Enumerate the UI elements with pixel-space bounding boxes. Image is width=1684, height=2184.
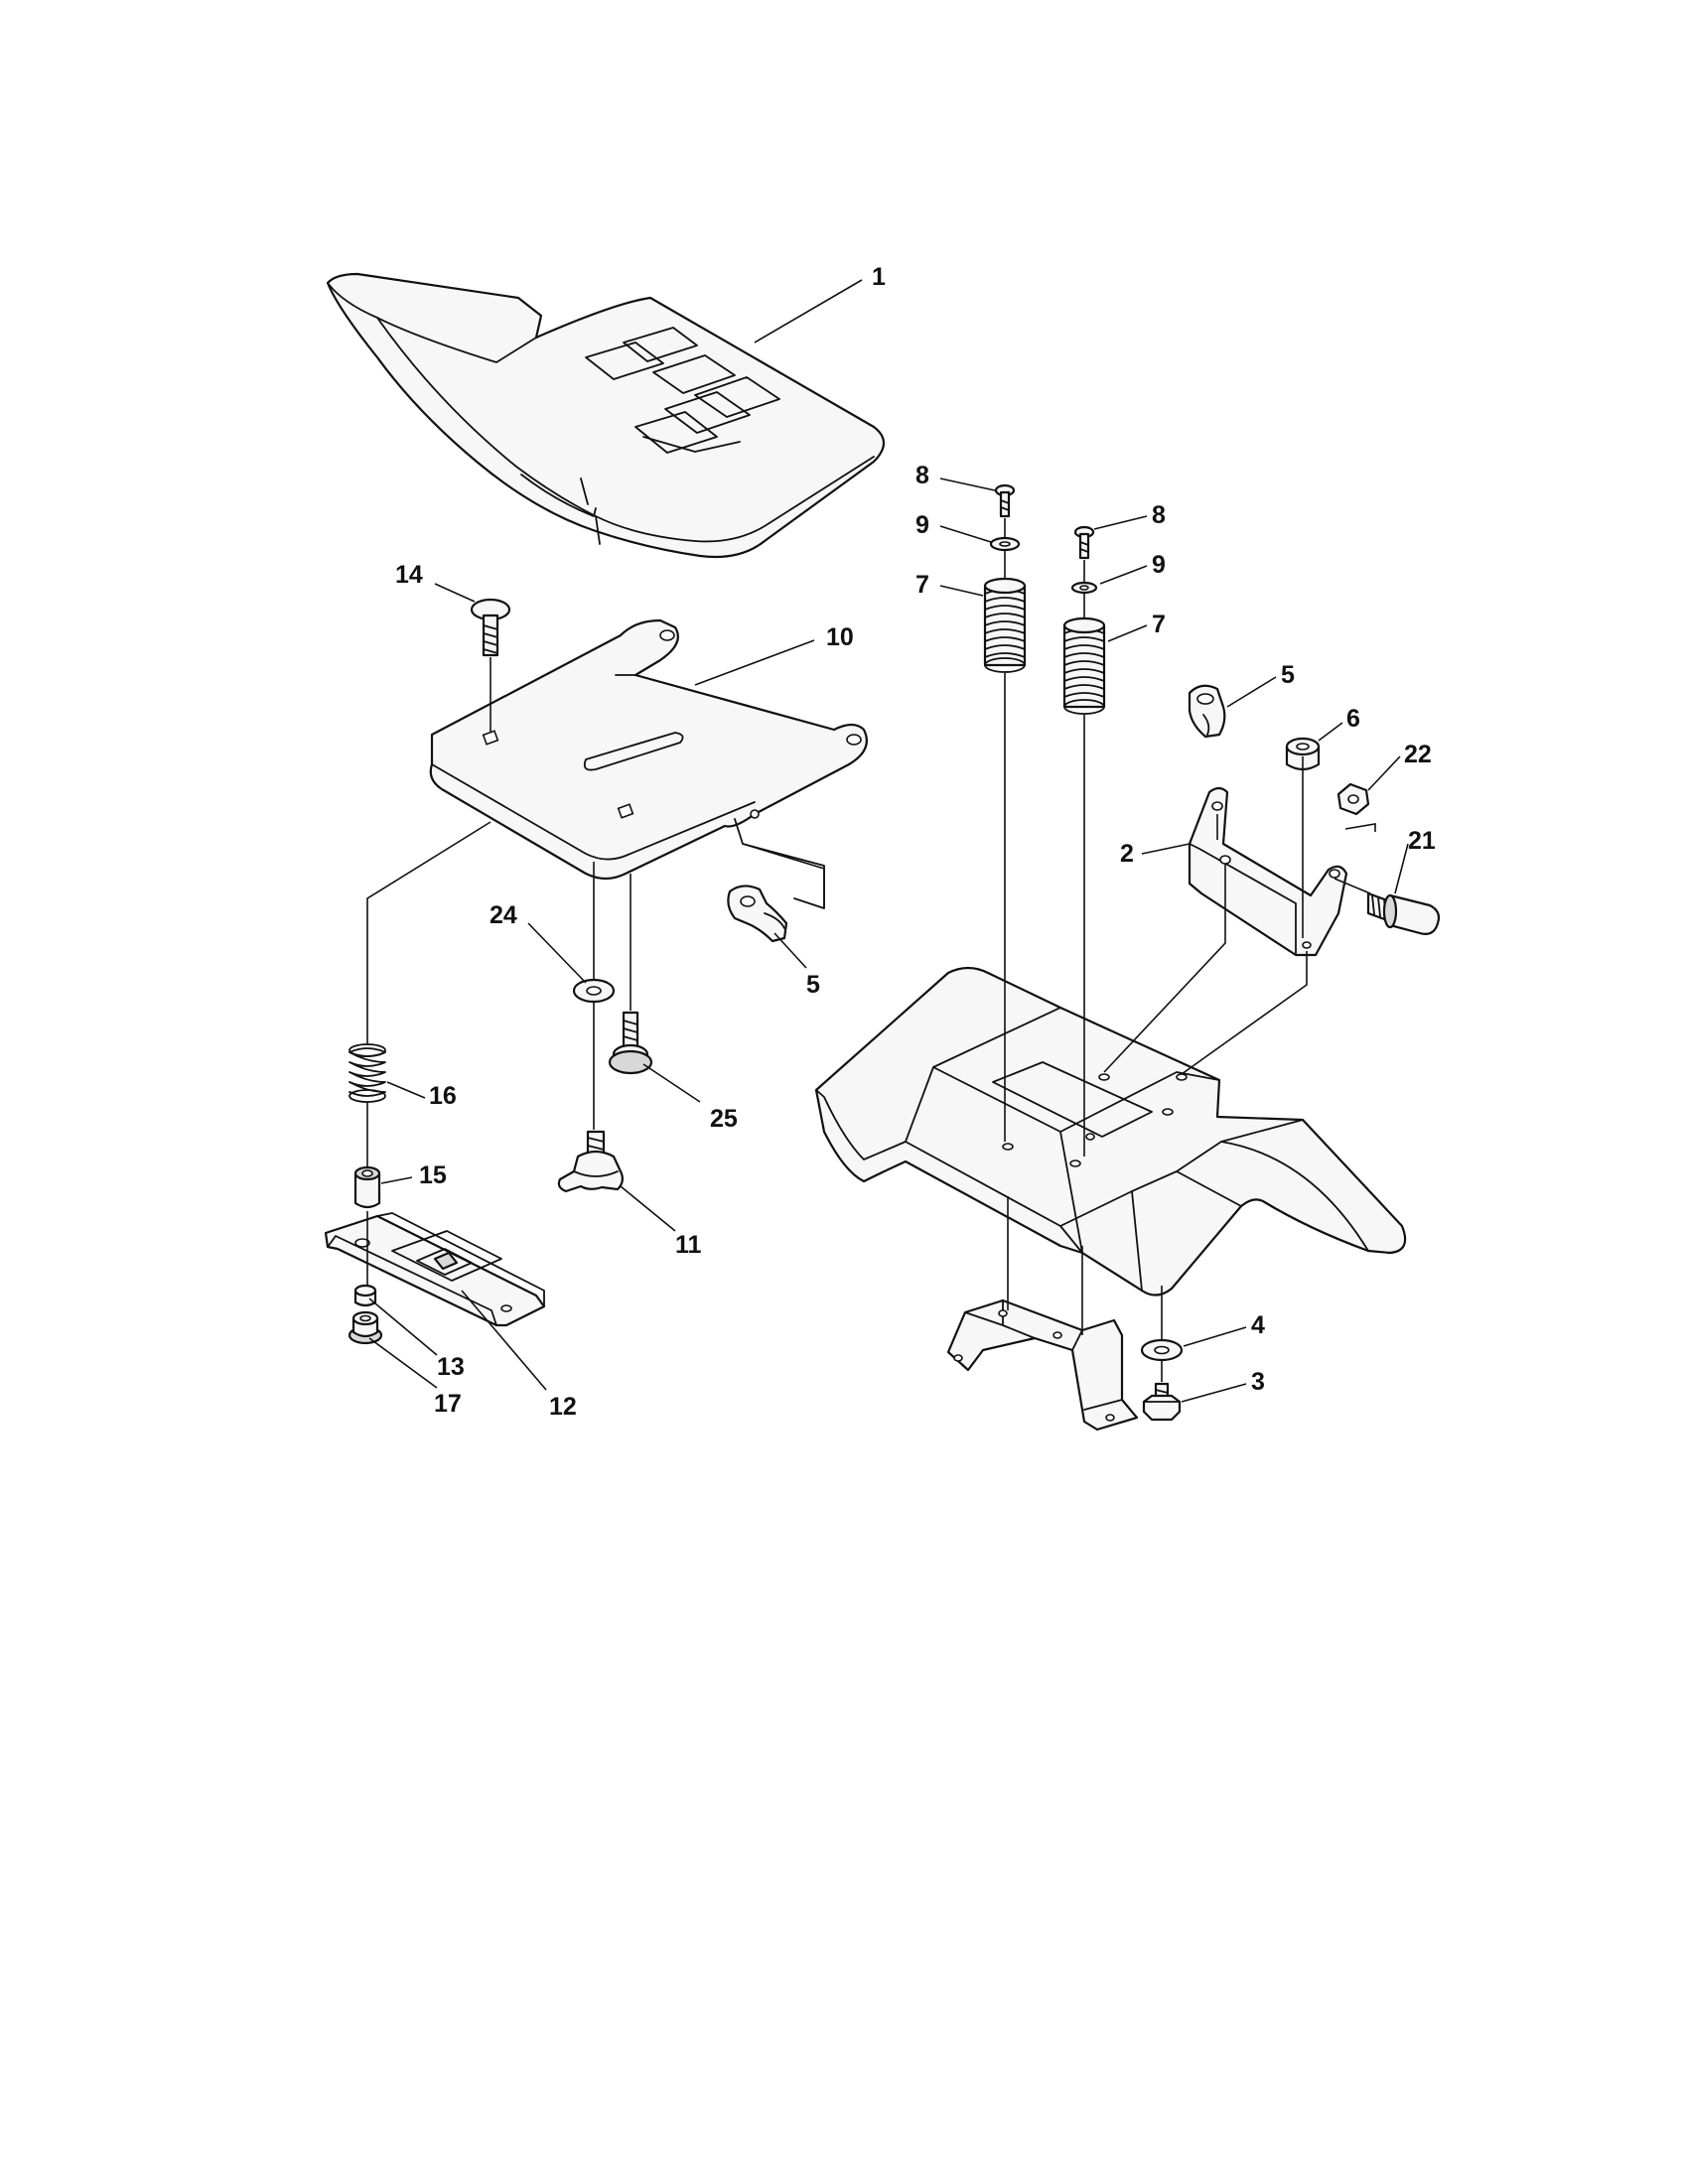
callout-16: 16	[429, 1082, 457, 1110]
part-8-bolt-right[interactable]	[1073, 525, 1095, 560]
part-9-washer-left[interactable]	[989, 536, 1021, 552]
part-11-knob[interactable]	[557, 1130, 625, 1193]
part-1-seat[interactable]	[326, 272, 886, 559]
callout-15: 15	[419, 1161, 447, 1189]
mounting-bracket	[946, 1298, 1139, 1432]
part-21-screw[interactable]	[1366, 891, 1441, 935]
callout-10: 10	[826, 623, 854, 651]
callout-9-left: 9	[915, 511, 929, 539]
callout-2: 2	[1120, 840, 1134, 868]
callout-12: 12	[549, 1393, 577, 1421]
part-13-nut[interactable]	[353, 1284, 377, 1307]
part-4-washer[interactable]	[1140, 1338, 1184, 1362]
part-8-bolt-left[interactable]	[994, 483, 1016, 518]
part-7-spring-left[interactable]	[983, 577, 1027, 673]
callout-17: 17	[434, 1390, 462, 1418]
callout-8-right: 8	[1152, 501, 1166, 529]
callout-25: 25	[710, 1105, 738, 1133]
callout-5-right: 5	[1281, 661, 1295, 689]
part-5-clip-left[interactable]	[727, 885, 788, 943]
callout-8-left: 8	[915, 462, 929, 489]
callout-1: 1	[872, 263, 886, 291]
callout-11: 11	[675, 1231, 702, 1259]
part-2-bracket[interactable]	[1188, 786, 1348, 957]
callout-13: 13	[437, 1353, 465, 1381]
part-3-hex-bolt[interactable]	[1142, 1382, 1182, 1422]
callout-7-left: 7	[915, 571, 929, 599]
part-17-flange-nut[interactable]	[348, 1310, 383, 1345]
part-10-seat-pan[interactable]	[429, 618, 868, 909]
callout-3: 3	[1251, 1368, 1265, 1396]
callout-22: 22	[1404, 741, 1432, 768]
callout-labels: 1 10 14 5 24 25 11 16 15 12 13 17 8 9 7 …	[395, 263, 1436, 1421]
part-25-shoulder-bolt[interactable]	[608, 1011, 653, 1075]
callout-14: 14	[395, 561, 423, 589]
callout-9-right: 9	[1152, 551, 1166, 579]
leader-lines	[368, 279, 1409, 1403]
callout-7-right: 7	[1152, 611, 1166, 638]
part-16-spring[interactable]	[349, 1043, 386, 1103]
callout-21: 21	[1408, 827, 1436, 855]
callout-5-left: 5	[806, 971, 820, 999]
part-15-bushing[interactable]	[353, 1165, 381, 1209]
part-5-clip-right[interactable]	[1188, 684, 1226, 739]
part-12-slide-bracket[interactable]	[324, 1212, 546, 1327]
part-9-washer-right[interactable]	[1070, 581, 1098, 595]
part-14-carriage-bolt[interactable]	[470, 598, 511, 657]
part-22-lock-nut[interactable]	[1336, 782, 1370, 816]
part-7-spring-right[interactable]	[1062, 616, 1106, 715]
assembly-lines	[366, 518, 1376, 1382]
callout-4: 4	[1251, 1311, 1265, 1339]
fender	[814, 966, 1407, 1297]
callout-6: 6	[1346, 705, 1360, 733]
part-24-washer[interactable]	[572, 978, 616, 1004]
callout-24: 24	[490, 901, 517, 929]
